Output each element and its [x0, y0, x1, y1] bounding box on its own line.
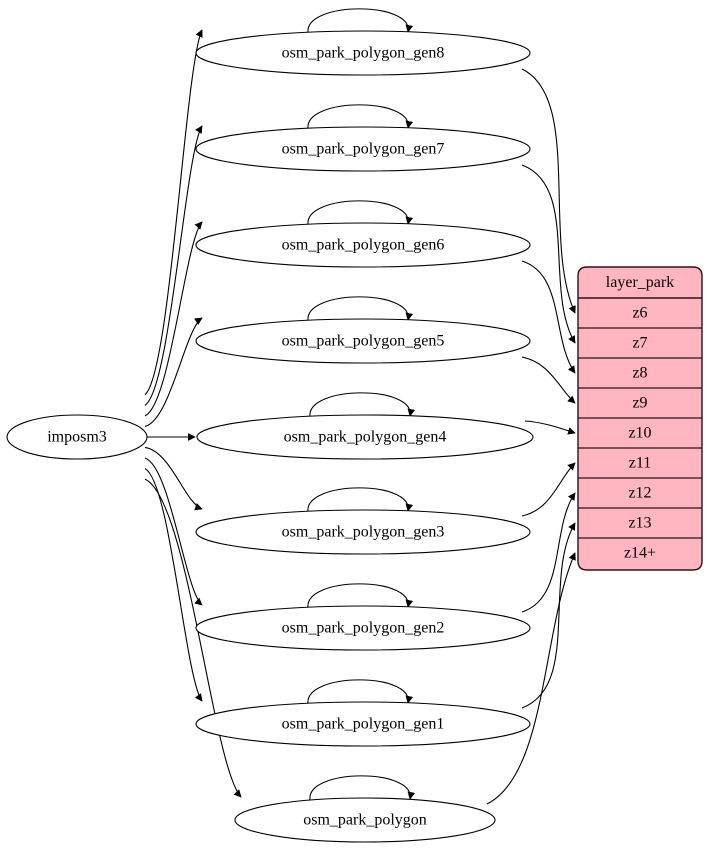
edge-imposm3-to-osm_park_polygon_gen3 — [144, 446, 203, 511]
table-row-label-z9: z9 — [632, 395, 647, 412]
table-row-label-z12: z12 — [628, 485, 651, 502]
node-label-osm_park_polygon_gen3: osm_park_polygon_gen3 — [282, 524, 445, 541]
edge-selfloop-osm_park_polygon_gen3 — [307, 487, 414, 513]
node-imposm3[interactable]: imposm3 — [6, 414, 148, 460]
node-osm_park_polygon_gen6[interactable]: osm_park_polygon_gen6 — [195, 222, 531, 268]
node-ellipse-osm_park_polygon_gen2 — [195, 605, 531, 651]
edges-to-layer-table — [486, 68, 576, 805]
edge-imposm3-to-osm_park_polygon — [144, 478, 242, 798]
table-row-label-z10: z10 — [628, 425, 651, 442]
table-row-label-z6: z6 — [632, 305, 647, 322]
node-osm_park_polygon_gen3[interactable]: osm_park_polygon_gen3 — [195, 509, 531, 555]
table-row-label-z8: z8 — [632, 365, 647, 382]
node-label-osm_park_polygon_gen8: osm_park_polygon_gen8 — [282, 45, 445, 62]
table-row-label-z13: z13 — [628, 515, 651, 532]
table-row-label-z14+: z14+ — [624, 545, 656, 562]
edge-osm_park_polygon-to-z14+ — [486, 552, 576, 805]
node-ellipse-osm_park_polygon_gen5 — [195, 318, 531, 364]
node-osm_park_polygon_gen2[interactable]: osm_park_polygon_gen2 — [195, 605, 531, 651]
edge-osm_park_polygon_gen4-to-z10 — [524, 420, 576, 435]
node-label-osm_park_polygon_gen5: osm_park_polygon_gen5 — [282, 333, 445, 350]
edge-selfloop-osm_park_polygon_gen5 — [307, 296, 414, 322]
node-label-osm_park_polygon: osm_park_polygon — [303, 812, 427, 829]
node-label-osm_park_polygon_gen6: osm_park_polygon_gen6 — [282, 237, 445, 254]
node-osm_park_polygon_gen4[interactable]: osm_park_polygon_gen4 — [196, 414, 534, 460]
node-osm_park_polygon_gen7[interactable]: osm_park_polygon_gen7 — [195, 126, 531, 172]
edge-selfloop-osm_park_polygon_gen8 — [307, 8, 414, 34]
edge-imposm3-to-osm_park_polygon_gen5 — [144, 317, 203, 427]
edge-osm_park_polygon_gen8-to-z6 — [521, 68, 576, 314]
node-osm_park_polygon[interactable]: osm_park_polygon — [234, 797, 496, 843]
edge-selfloop-osm_park_polygon_gen4 — [309, 392, 416, 418]
node-label-osm_park_polygon_gen2: osm_park_polygon_gen2 — [282, 620, 445, 637]
edge-osm_park_polygon_gen7-to-z7 — [521, 164, 576, 344]
edge-osm_park_polygon_gen3-to-z11 — [521, 462, 576, 517]
edges-self-loops — [307, 8, 416, 801]
table-outline — [577, 266, 703, 571]
edge-selfloop-osm_park_polygon_gen6 — [307, 200, 414, 226]
node-ellipse-osm_park_polygon — [234, 797, 496, 843]
node-ellipse-osm_park_polygon_gen6 — [195, 222, 531, 268]
edge-imposm3-to-osm_park_polygon_gen7 — [144, 125, 203, 406]
edge-imposm3-to-osm_park_polygon_gen6 — [144, 221, 203, 417]
edge-selfloop-osm_park_polygon — [309, 775, 416, 801]
edge-selfloop-osm_park_polygon_gen7 — [307, 104, 414, 130]
edge-imposm3-to-osm_park_polygon_gen1 — [144, 468, 203, 702]
node-osm_park_polygon_gen5[interactable]: osm_park_polygon_gen5 — [195, 318, 531, 364]
graph-nodes: imposm3 osm_park_polygon_gen8 osm_park_pol… — [6, 30, 534, 843]
edge-imposm3-to-osm_park_polygon_gen8 — [144, 29, 203, 396]
edge-selfloop-osm_park_polygon_gen2 — [307, 583, 414, 609]
table-body — [578, 267, 702, 570]
layer-park-table: layer_park z6 z7 z8 z9 z10 z11 z12 z13 z14+ — [577, 266, 703, 571]
edge-imposm3-to-osm_park_polygon_gen2 — [144, 457, 203, 606]
node-label-osm_park_polygon_gen7: osm_park_polygon_gen7 — [282, 141, 445, 158]
node-osm_park_polygon_gen8[interactable]: osm_park_polygon_gen8 — [195, 30, 531, 76]
node-ellipse-osm_park_polygon_gen1 — [195, 701, 531, 747]
node-label-osm_park_polygon_gen4: osm_park_polygon_gen4 — [284, 429, 447, 446]
edge-osm_park_polygon_gen5-to-z9 — [521, 356, 576, 404]
edge-osm_park_polygon_gen1-to-z13 — [521, 522, 576, 709]
node-osm_park_polygon_gen1[interactable]: osm_park_polygon_gen1 — [195, 701, 531, 747]
edges-from-imposm3 — [144, 29, 242, 798]
edge-osm_park_polygon_gen2-to-z12 — [521, 492, 576, 613]
node-ellipse-osm_park_polygon_gen8 — [195, 30, 531, 76]
node-label-imposm3: imposm3 — [47, 429, 107, 446]
node-ellipse-imposm3 — [6, 414, 148, 460]
table-row-label-z7: z7 — [632, 335, 647, 352]
table-row-label-z11: z11 — [629, 455, 652, 472]
node-ellipse-osm_park_polygon_gen7 — [195, 126, 531, 172]
edge-selfloop-osm_park_polygon_gen1 — [307, 679, 414, 705]
node-ellipse-osm_park_polygon_gen3 — [195, 509, 531, 555]
table-header-label: layer_park — [606, 274, 674, 291]
node-label-osm_park_polygon_gen1: osm_park_polygon_gen1 — [282, 716, 445, 733]
node-ellipse-osm_park_polygon_gen4 — [196, 414, 534, 460]
edge-osm_park_polygon_gen6-to-z8 — [521, 260, 576, 374]
